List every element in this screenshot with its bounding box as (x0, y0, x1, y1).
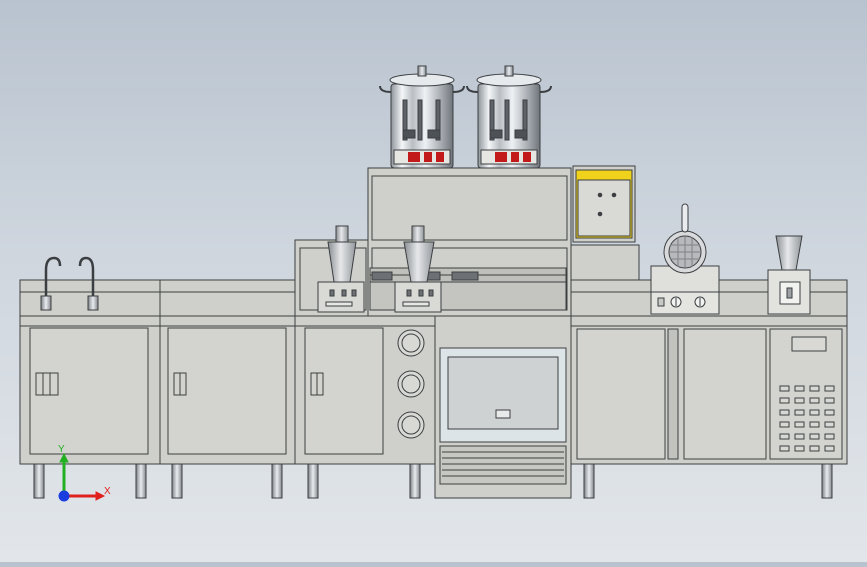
sink-faucets (40, 256, 99, 311)
base-cabinet-2[interactable] (159, 279, 299, 465)
water-boiler-left[interactable] (379, 65, 465, 169)
axis-x-label: X (104, 486, 111, 497)
coordinate-triad (58, 452, 106, 502)
legs (33, 461, 833, 499)
blender[interactable] (767, 235, 811, 315)
refrigerated-counter[interactable] (570, 279, 848, 465)
water-boiler-right[interactable] (466, 65, 552, 169)
sink-counter[interactable] (19, 279, 161, 465)
ice-machine[interactable] (434, 315, 572, 499)
fructose-dispenser-left[interactable] (317, 225, 365, 313)
axis-y-label: Y (58, 444, 65, 455)
fructose-dispenser-right[interactable] (394, 225, 442, 313)
waffle-maker[interactable] (650, 203, 720, 315)
control-knobs[interactable] (397, 329, 425, 439)
vent-grille (779, 385, 835, 452)
